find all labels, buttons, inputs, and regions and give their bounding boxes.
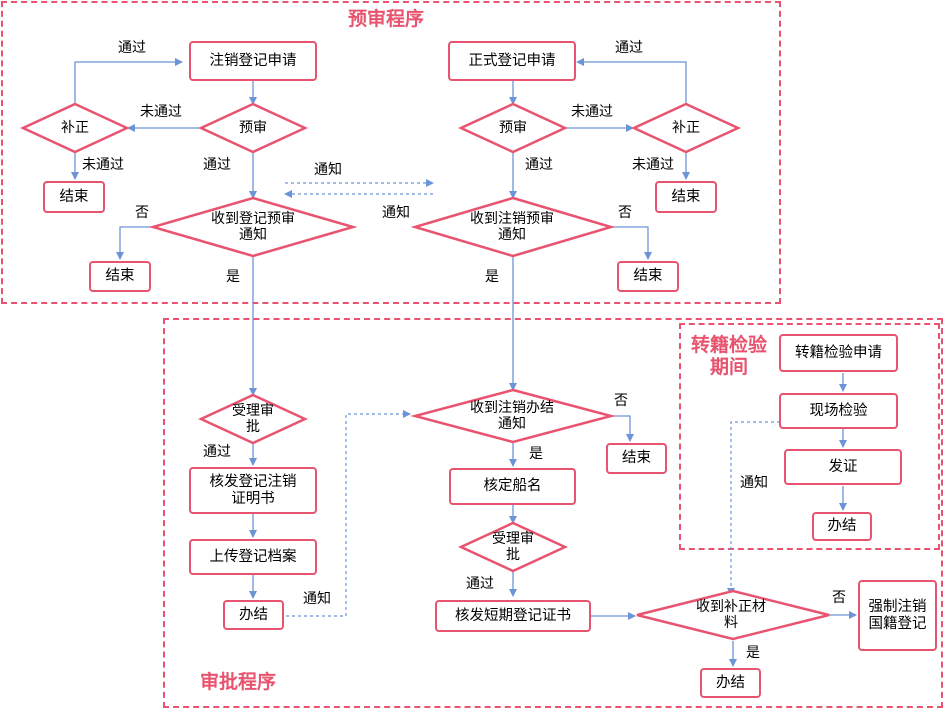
right-prereview-text: 预审 [499,120,527,136]
edge-label-fail: 未通过 [82,157,124,173]
pre-review-title: 预审程序 [348,8,425,30]
left-notice-text: 收到登记预审通知 [211,211,295,243]
left-finish-box: 办结 [223,600,284,630]
right-supplement-diamond [631,102,741,154]
right-accept-text: 受理审批 [492,531,534,563]
left-supplement-text: 补正 [61,120,89,136]
edge-label-fail: 未通过 [140,104,182,120]
edge-label-yes: 是 [485,269,499,285]
edge-label-no: 否 [832,590,846,606]
left-supplement-diamond [20,102,130,154]
edge-label-notify: 通知 [382,205,410,221]
right-end2-box: 结束 [617,261,679,292]
right-accept-diamond [458,521,568,573]
right-prereview-diamond [458,102,568,154]
left-prereview-text: 预审 [239,120,267,136]
right-end3-box: 结束 [606,443,667,474]
left-end1-box: 结束 [43,181,105,213]
edge-label-pass: 通过 [118,40,146,56]
material-text: 收到补正材料 [696,599,766,631]
edge-label-pass: 通过 [203,444,231,460]
left-issue-cert-box: 核发登记注销证明书 [189,467,317,514]
edge-label-fail: 未通过 [632,157,674,173]
pre-review-region [1,1,781,304]
inspect-box: 现场检验 [779,393,898,429]
left-upload-box: 上传登记档案 [189,539,317,575]
forced-cancel-box: 强制注销国籍登记 [858,580,937,651]
edge-label-no: 否 [618,205,632,221]
approval-region [163,318,943,708]
edge-label-yes: 是 [529,446,543,462]
edge-label-notify: 通知 [740,475,768,491]
right-end1-box: 结束 [655,181,717,213]
right-apply-box: 正式登记申请 [448,41,576,81]
left-end2-box: 结束 [89,261,151,292]
issue-short-box: 核发短期登记证书 [435,600,591,632]
edge-label-fail: 未通过 [571,104,613,120]
edge-label-notify: 通知 [314,162,342,178]
edge-label-notify: 通知 [303,591,331,607]
transfer-region [679,323,940,550]
right-notice-text: 收到注销预审通知 [470,211,554,243]
transfer-finish-box: 办结 [812,512,872,541]
left-notice-diamond [148,196,358,258]
right-notice-diamond [410,196,616,258]
left-apply-box: 注销登记申请 [189,41,317,81]
ship-name-box: 核定船名 [449,468,576,505]
edge-label-no: 否 [614,393,628,409]
edge-label-no: 否 [135,205,149,221]
right-done-text: 收到注销办结通知 [470,400,554,432]
certify-box: 发证 [784,449,902,485]
left-accept-diamond [198,393,308,445]
edge-label-pass: 通过 [466,576,494,592]
edge-label-yes: 是 [746,645,760,661]
transfer-title: 转籍检验期间 [690,334,767,378]
edge-label-pass: 通过 [525,157,553,173]
right-supplement-text: 补正 [672,120,700,136]
edge-label-yes: 是 [226,269,240,285]
left-accept-text: 受理审批 [232,403,274,435]
edge-label-pass: 通过 [615,40,643,56]
transfer-apply-box: 转籍检验申请 [779,334,898,372]
right-done-diamond [410,388,616,444]
left-prereview-diamond [198,102,308,154]
material-diamond [636,589,830,641]
right-finish-box: 办结 [700,668,761,698]
edge-label-pass: 通过 [203,157,231,173]
approval-title: 审批程序 [200,671,277,693]
